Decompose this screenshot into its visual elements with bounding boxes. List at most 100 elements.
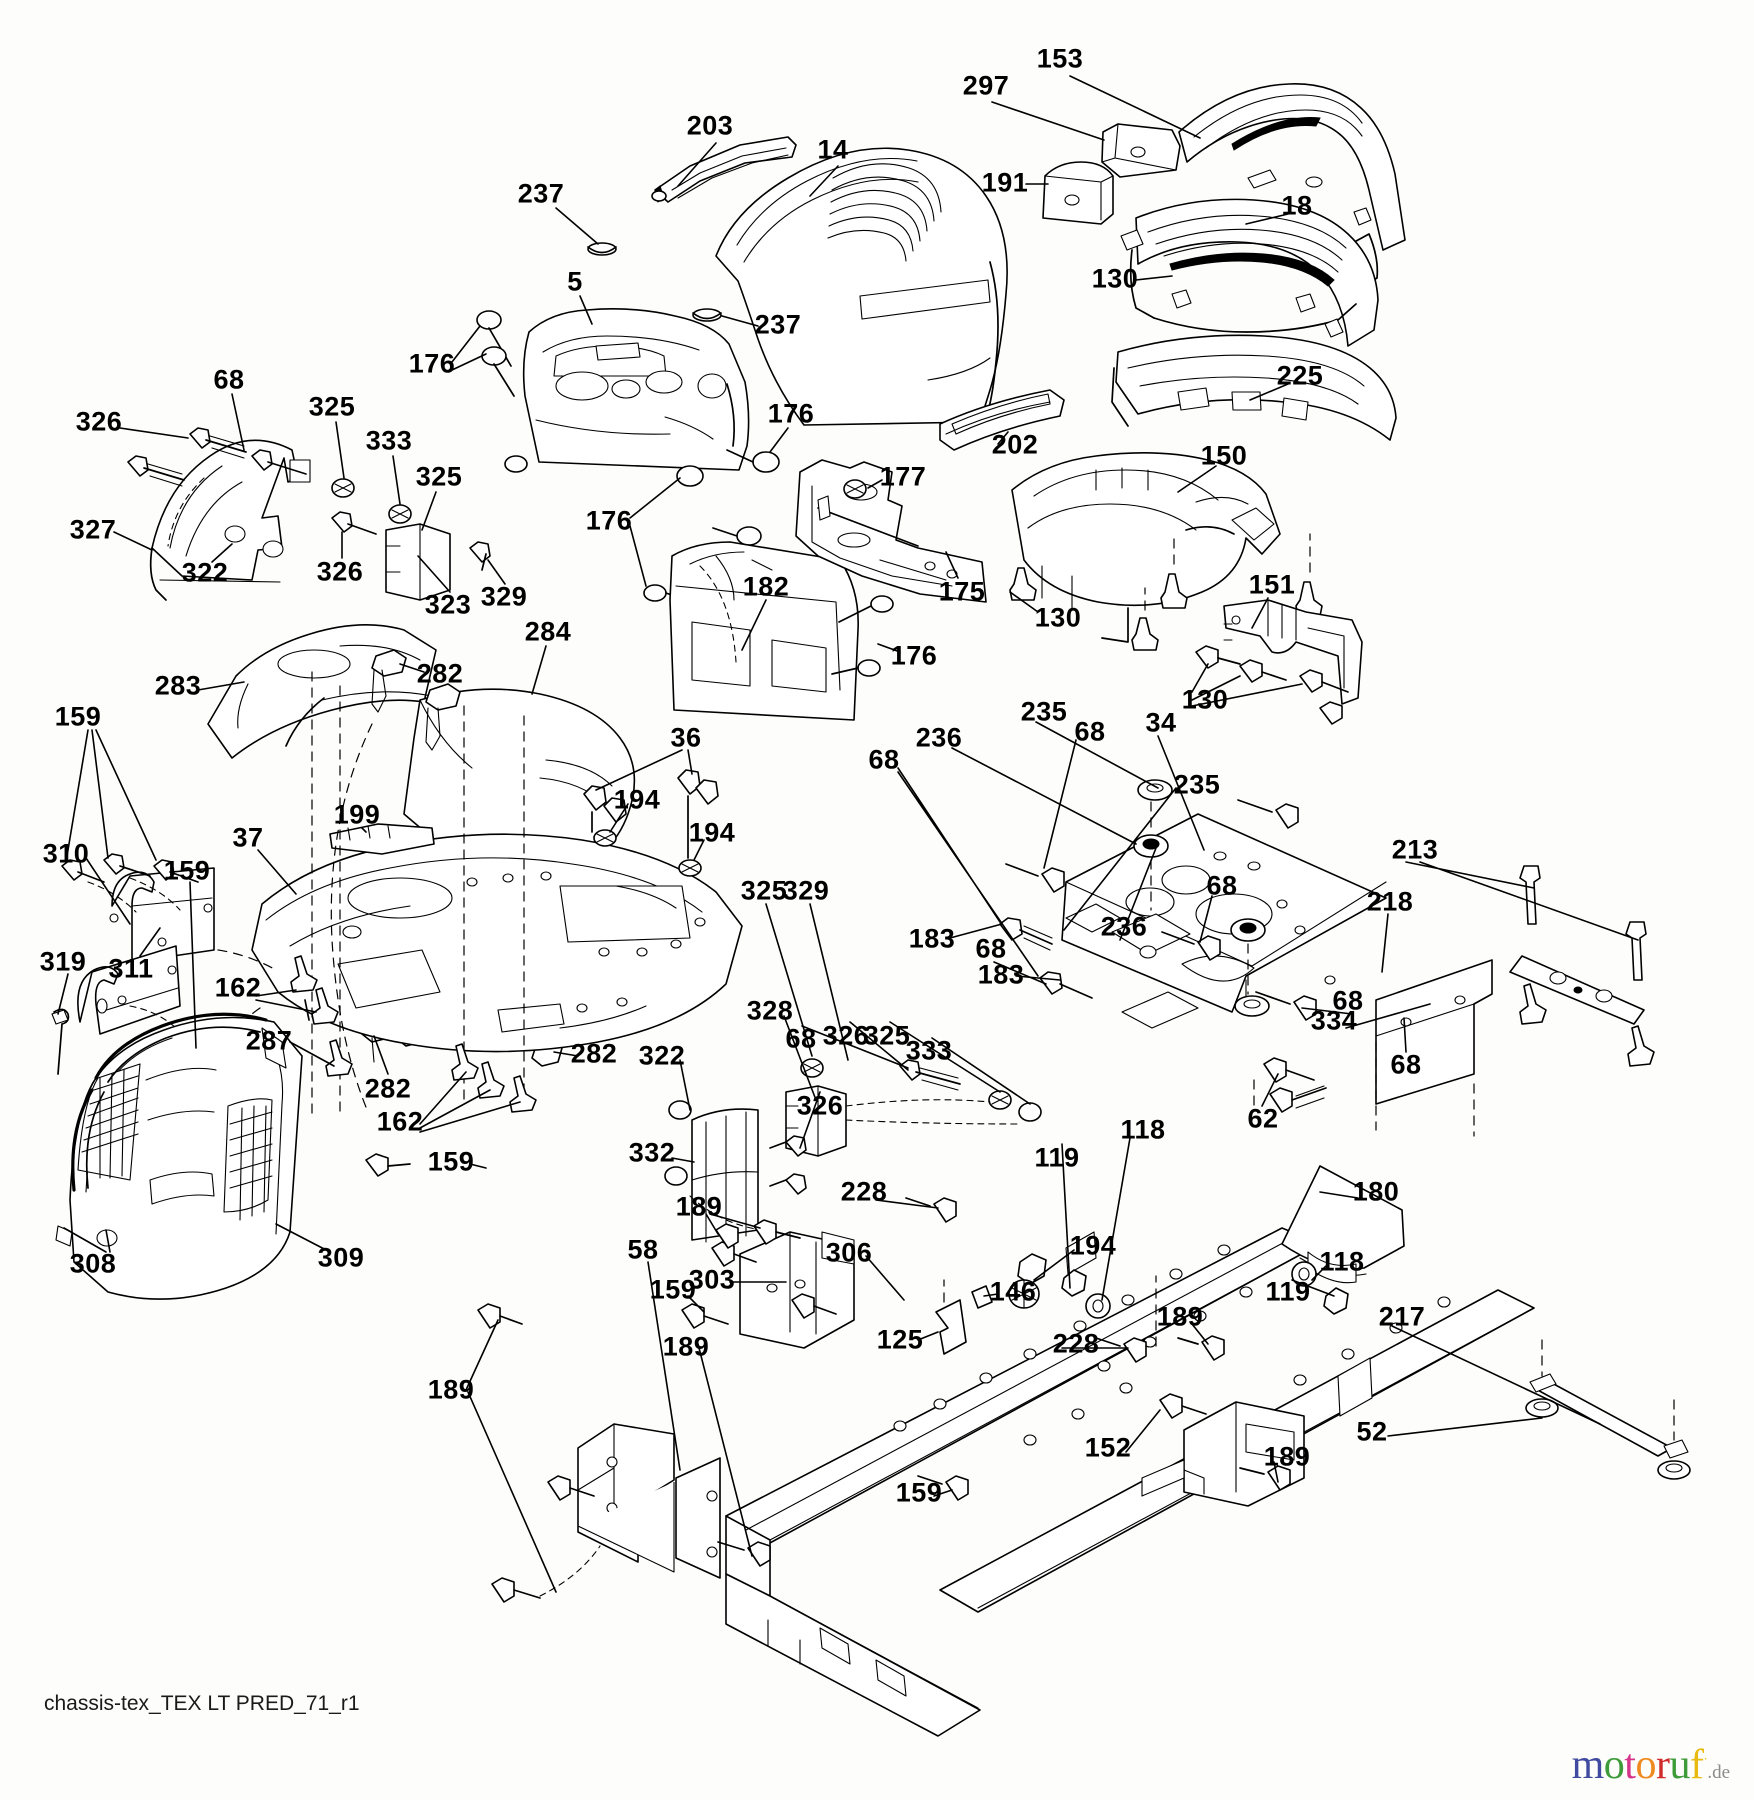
parts-282-clips — [361, 649, 563, 1067]
callout-332: 332 — [628, 1137, 676, 1168]
callout-130: 130 — [1091, 263, 1139, 294]
callout-322: 322 — [638, 1040, 686, 1071]
part-58-bracket — [491, 1423, 771, 1603]
part-237-cap-lower — [692, 308, 722, 322]
callout-283: 283 — [154, 670, 202, 701]
motoruf-watermark: motoruf·.de — [1572, 1744, 1730, 1786]
watermark-letter: u — [1669, 1742, 1690, 1788]
callout-326: 326 — [796, 1090, 844, 1121]
watermark-letter: m — [1571, 1742, 1605, 1788]
callout-176: 176 — [585, 505, 633, 536]
callout-325: 325 — [415, 461, 463, 492]
callout-180: 180 — [1352, 1176, 1400, 1207]
callout-237: 237 — [517, 178, 565, 209]
callout-153: 153 — [1036, 43, 1084, 74]
parts-235-236 — [1133, 779, 1270, 1017]
fastener-62 — [1253, 1057, 1315, 1109]
fasteners-68-plate — [999, 799, 1317, 1021]
callout-328: 328 — [746, 995, 794, 1026]
callout-217: 217 — [1378, 1301, 1426, 1332]
callout-323: 323 — [424, 589, 472, 620]
callout-322: 322 — [181, 557, 229, 588]
watermark-letter: o — [1635, 1742, 1656, 1788]
callout-189: 189 — [675, 1191, 723, 1222]
watermark-letter: t — [1624, 1742, 1636, 1788]
callout-37: 37 — [232, 822, 264, 853]
callout-68: 68 — [785, 1023, 817, 1054]
callout-159: 159 — [895, 1477, 943, 1508]
callout-325: 325 — [308, 391, 356, 422]
callout-159: 159 — [427, 1146, 475, 1177]
callout-34: 34 — [1145, 707, 1177, 738]
callout-189: 189 — [1263, 1441, 1311, 1472]
callout-152: 152 — [1084, 1432, 1132, 1463]
callout-162: 162 — [376, 1106, 424, 1137]
part-18-grille — [1120, 198, 1379, 347]
callout-52: 52 — [1356, 1416, 1388, 1447]
callout-309: 309 — [317, 1242, 365, 1273]
callout-175: 175 — [938, 576, 986, 607]
callout-68: 68 — [1332, 985, 1364, 1016]
fasteners-176-dash — [476, 310, 780, 602]
callout-333: 333 — [905, 1035, 953, 1066]
callout-119: 119 — [1034, 1142, 1080, 1173]
callout-14: 14 — [817, 134, 849, 165]
diagram-caption: chassis-tex_TEX LT PRED_71_r1 — [44, 1692, 360, 1715]
callout-236: 236 — [1100, 911, 1148, 942]
callout-183: 183 — [977, 959, 1025, 990]
callout-151: 151 — [1248, 569, 1296, 600]
part-284-cover — [403, 688, 636, 881]
part-297-block — [1101, 123, 1181, 178]
watermark-dot: · — [1703, 1751, 1708, 1766]
callout-308: 308 — [69, 1248, 117, 1279]
callout-159: 159 — [163, 855, 211, 886]
callout-68: 68 — [213, 364, 245, 395]
callout-282: 282 — [570, 1038, 618, 1069]
callout-118: 118 — [1319, 1246, 1365, 1277]
parts-213-218 — [1269, 865, 1655, 1137]
callout-228: 228 — [840, 1176, 888, 1207]
callout-5: 5 — [567, 266, 583, 297]
callout-235: 235 — [1020, 696, 1068, 727]
callout-326: 326 — [822, 1020, 870, 1051]
part-283-cover — [207, 624, 437, 759]
part-182-panel — [669, 541, 894, 721]
part-327-fender — [149, 439, 311, 601]
callout-159: 159 — [54, 701, 102, 732]
part-5-dash-console — [522, 308, 750, 471]
callout-203: 203 — [686, 110, 734, 141]
callout-333: 333 — [365, 425, 413, 456]
callout-297: 297 — [962, 70, 1010, 101]
callout-334: 334 — [1310, 1005, 1358, 1036]
callout-146: 146 — [989, 1276, 1037, 1307]
callout-150: 150 — [1200, 440, 1248, 471]
callout-287: 287 — [245, 1025, 293, 1056]
callout-125: 125 — [876, 1324, 924, 1355]
part-319-clip — [51, 1008, 70, 1075]
callout-130: 130 — [1034, 602, 1082, 633]
callout-284: 284 — [524, 616, 572, 647]
callout-225: 225 — [1276, 360, 1324, 391]
callout-68: 68 — [868, 744, 900, 775]
callout-189: 189 — [1156, 1301, 1204, 1332]
callout-68: 68 — [975, 933, 1007, 964]
fasteners-162-287 — [290, 955, 537, 1113]
watermark-suffix: .de — [1707, 1762, 1730, 1783]
callout-182: 182 — [742, 571, 790, 602]
callout-36: 36 — [670, 722, 702, 753]
part-237-cap-upper — [587, 242, 617, 256]
callout-68: 68 — [1074, 716, 1106, 747]
callout-189: 189 — [662, 1331, 710, 1362]
callout-58: 58 — [627, 1234, 659, 1265]
callout-237: 237 — [754, 309, 802, 340]
callout-306: 306 — [825, 1237, 873, 1268]
callout-130: 130 — [1181, 684, 1229, 715]
callout-325: 325 — [863, 1020, 911, 1051]
callout-228: 228 — [1052, 1328, 1100, 1359]
callout-282: 282 — [416, 658, 464, 689]
callout-194: 194 — [613, 784, 661, 815]
part-191-block — [1042, 161, 1114, 225]
part-203-trim — [651, 136, 797, 203]
